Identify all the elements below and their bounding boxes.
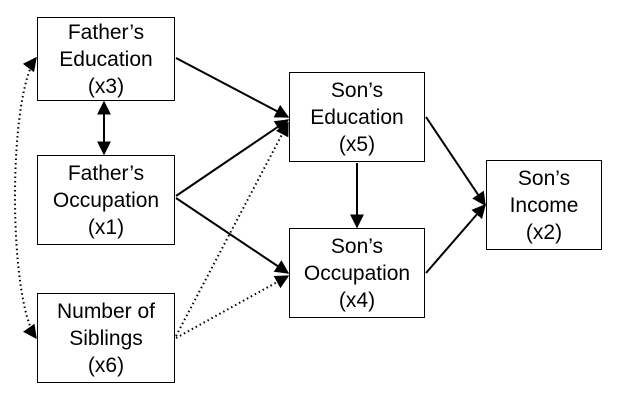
node-sons-education-line-1: Son’s xyxy=(330,78,384,102)
node-sons-occupation-line-1: Son’s xyxy=(330,234,384,258)
node-sons-occupation: Son’s Occupation (x4) xyxy=(289,228,425,318)
node-fathers-education-line-1: Father’s xyxy=(67,20,145,44)
node-fathers-education: Father’s Education (x3) xyxy=(37,17,175,101)
edge-x3-x6-correlation xyxy=(14,56,37,340)
node-fathers-occupation-line-1: Father’s xyxy=(67,161,145,185)
edge-x6-to-x5 xyxy=(175,121,289,337)
node-fathers-occupation-line-2: Occupation xyxy=(52,188,160,212)
edge-x3-to-x5 xyxy=(175,57,290,118)
node-number-of-siblings: Number of Siblings (x6) xyxy=(37,293,175,383)
node-sons-occupation-line-2: Occupation xyxy=(303,261,411,285)
edge-x1-to-x5 xyxy=(175,119,290,197)
node-number-of-siblings-line-2: Siblings xyxy=(69,326,143,350)
node-sons-education-line-3: (x5) xyxy=(338,132,376,156)
node-sons-income-line-3: (x2) xyxy=(525,220,563,244)
edge-x1-to-x4 xyxy=(175,197,290,274)
node-sons-income: Son’s Income (x2) xyxy=(486,160,602,250)
node-fathers-occupation-line-3: (x1) xyxy=(87,215,125,239)
node-fathers-education-line-2: Education xyxy=(59,47,153,71)
node-sons-education-line-2: Education xyxy=(310,105,404,129)
edge-x4-to-x2 xyxy=(425,203,486,274)
node-sons-occupation-line-3: (x4) xyxy=(338,288,376,312)
node-sons-education: Son’s Education (x5) xyxy=(289,72,425,162)
edge-x5-to-x2 xyxy=(425,116,486,207)
node-fathers-occupation: Father’s Occupation (x1) xyxy=(37,155,175,245)
node-sons-income-line-1: Son’s xyxy=(517,166,571,190)
edge-x6-to-x4 xyxy=(175,275,290,339)
node-number-of-siblings-line-1: Number of xyxy=(56,299,156,323)
node-fathers-education-line-3: (x3) xyxy=(87,74,125,98)
node-number-of-siblings-line-3: (x6) xyxy=(87,353,125,377)
node-sons-income-line-2: Income xyxy=(509,193,579,217)
